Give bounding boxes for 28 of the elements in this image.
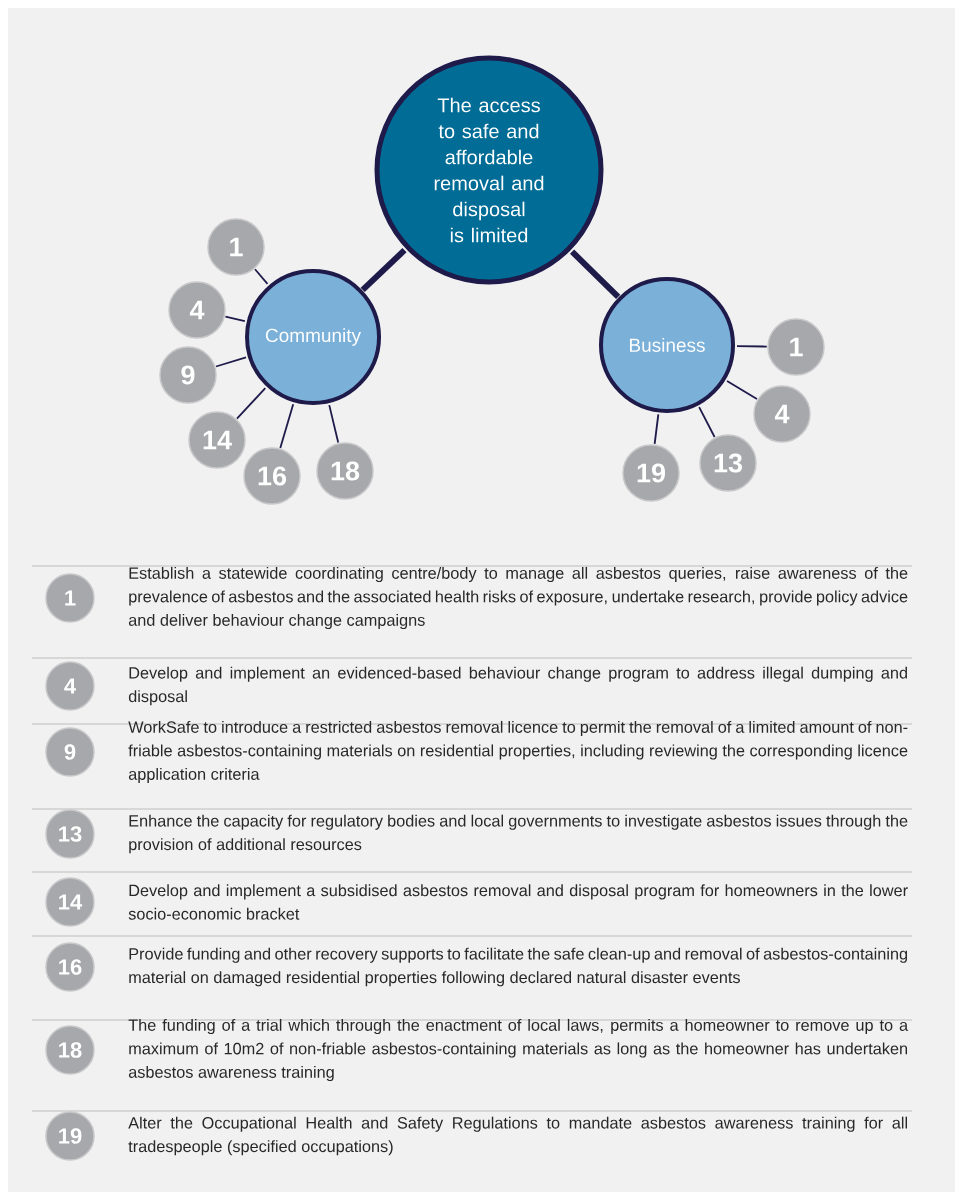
recommendation-text: WorkSafe to introduce a restricted asbestos removal licence to permit the removal of a limited amount of non-friable asbestos-containing materials on residential properties, including reviewing the corresponding licence application criteria	[128, 720, 908, 784]
recommendation-text: The funding of a trial which through the enactment of local laws, permits a homeowner to remove up to a maximum of 10m2 of non-friable asbestos-containing materials as long as the homeowner has undertaken asbestos awareness training	[128, 1018, 909, 1082]
connector-line	[279, 403, 295, 449]
recommendation-text: Enhance the capacity for regulatory bodies and local governments to investigate asbestos issues through the provision of additional resources	[129, 814, 908, 854]
connector-line	[328, 404, 340, 444]
number-badge: 13	[45, 809, 95, 859]
connector-line	[254, 268, 269, 285]
recommendation-text: Develop and implement an evidenced-based behaviour change program to address illegal dumping and disposal	[128, 666, 907, 706]
recommendation-text: Provide funding and other recovery supports to facilitate the safe clean-up and removal of asbestos-containing material on damaged residential properties following declared natural disaster events	[129, 947, 908, 987]
connector-line	[236, 387, 267, 420]
number-badge: 18	[45, 1025, 95, 1075]
connector-line	[698, 406, 716, 438]
number-badge: 14	[45, 877, 95, 927]
number-badge: 4	[45, 661, 95, 711]
connector-line	[736, 345, 768, 348]
connector-line	[360, 248, 407, 293]
number-badge: 19	[45, 1111, 95, 1161]
connector-line	[215, 356, 247, 368]
number-badge: 16	[45, 942, 95, 992]
connector-line	[224, 315, 246, 323]
number-badge: 1	[45, 573, 95, 623]
connector-line	[726, 380, 758, 400]
recommendation-text: Alter the Occupational Health and Safety Regulations to mandate asbestos awareness training for all tradespeople (specified occupations)	[128, 1116, 907, 1156]
recommendation-text: Develop and implement a subsidised asbestos removal and disposal program for homeowners in the lower socio-economic bracket	[128, 884, 908, 920]
connector-line	[653, 413, 660, 445]
number-badge: 9	[45, 727, 95, 777]
recommendation-text: Establish a statewide coordinating centre/body to manage all asbestos queries, raise awareness of the prevalence of asbestos and the associated health risks of exposure, undertake research, provide policy advice and deliver behaviour change campaigns	[128, 566, 908, 630]
connector-line	[569, 249, 621, 300]
